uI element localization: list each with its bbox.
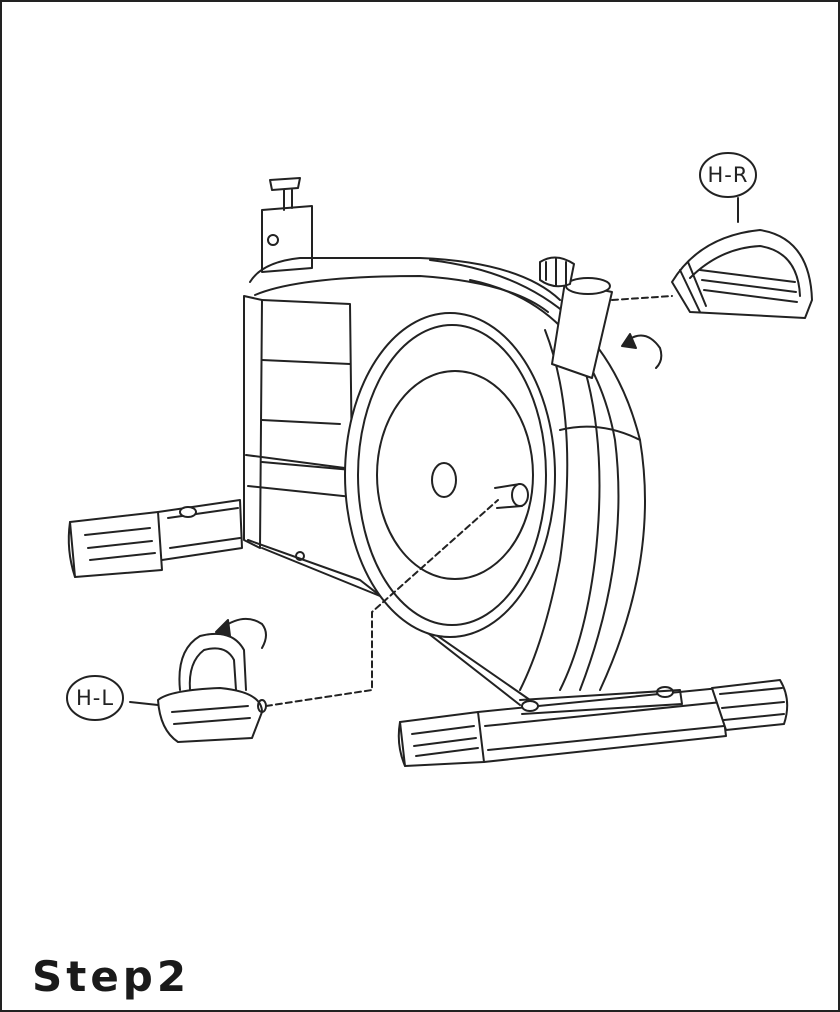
rear-left-stabilizer — [67, 499, 243, 578]
callout-circle-left — [66, 675, 124, 721]
front-housing — [429, 259, 646, 691]
callout-right-pedal: H-R — [707, 163, 749, 187]
callout-left-pedal: H-L — [75, 686, 115, 710]
right-pedal-part — [611, 197, 813, 319]
callout-circle-right — [699, 152, 757, 198]
left-pedal-part — [129, 499, 499, 743]
step-title: Step2 — [32, 952, 191, 1001]
bike-main-frame — [243, 177, 561, 706]
handle-post — [539, 256, 663, 379]
front-stabilizer — [397, 679, 789, 767]
flywheel-cover — [344, 312, 556, 638]
